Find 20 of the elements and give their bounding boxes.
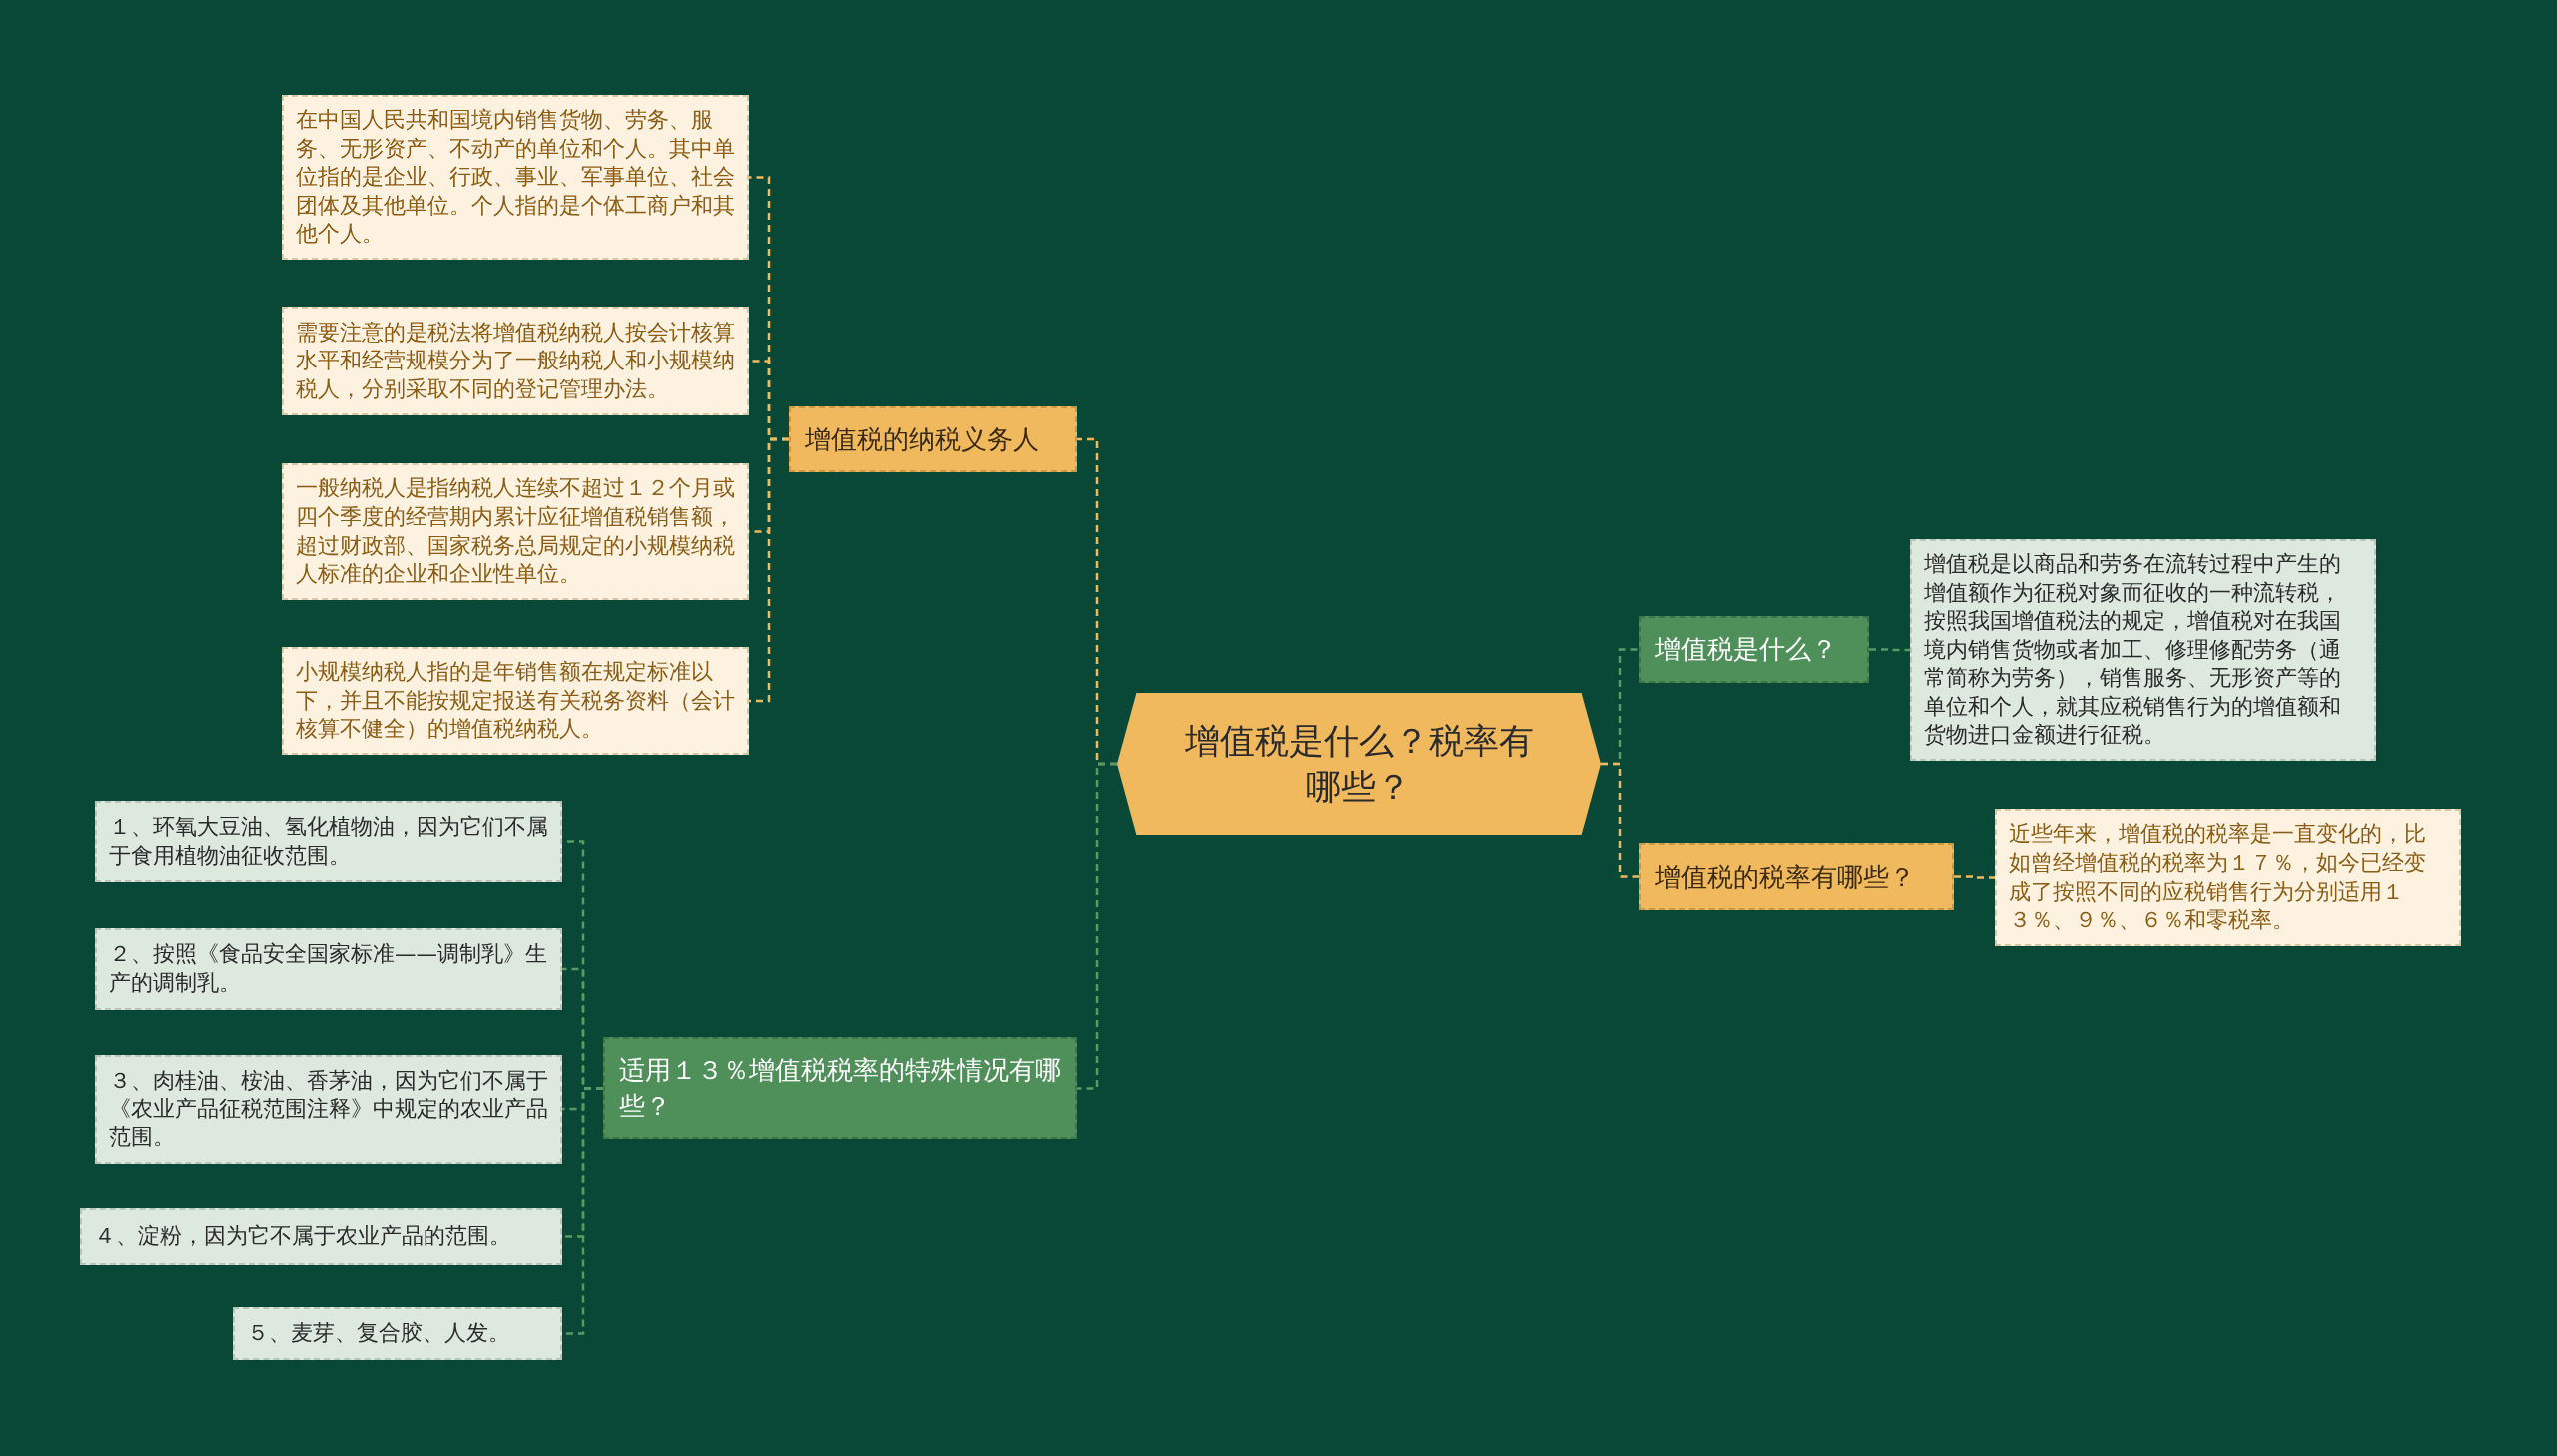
text-card: 一般纳税人是指纳税人连续不超过１２个月或四个季度的经营期内累计应征增值税销售额，超过财政部、国家税务总局规定的小规模纳税人标准的企业和企业性单位。 bbox=[282, 463, 749, 600]
text-card: １、环氧大豆油、氢化植物油，因为它们不属于食用植物油征收范围。 bbox=[95, 801, 562, 882]
central-topic: 增值税是什么？税率有哪些？ bbox=[1117, 693, 1601, 835]
text-card: ４、淀粉，因为它不属于农业产品的范围。 bbox=[80, 1208, 562, 1265]
text-card: ５、麦芽、复合胶、人发。 bbox=[233, 1307, 562, 1360]
connector-line bbox=[1869, 648, 1910, 652]
connector-line bbox=[1077, 762, 1117, 1090]
text-card: 在中国人民共和国境内销售货物、劳务、服务、无形资产、不动产的单位和个人。其中单位指的是企业、行政、事业、军事单位、社会团体及其他单位。个人指的是个体工商户和其他个人。 bbox=[282, 95, 749, 260]
text-card: 增值税是以商品和劳务在流转过程中产生的增值额作为征税对象而征收的一种流转税，按照我国增值税法的规定，增值税对在我国境内销售货物或者加工、修理修配劳务（通常简称为劳务），销售服务、无形资产等的单位和个人，就其应税销售行为的增值额和货物进口金额进行征税。 bbox=[1910, 539, 2376, 761]
branch-topic: 增值税的纳税义务人 bbox=[789, 406, 1077, 472]
text-card: 小规模纳税人指的是年销售额在规定标准以下，并且不能按规定报送有关税务资料（会计核算不健全）的增值税纳税人。 bbox=[282, 647, 749, 755]
branch-topic: 增值税是什么？ bbox=[1639, 616, 1869, 683]
text-card: 需要注意的是税法将增值税纳税人按会计核算水平和经营规模分为了一般纳税人和小规模纳税人，分别采取不同的登记管理办法。 bbox=[282, 307, 749, 415]
branch-topic: 增值税的税率有哪些？ bbox=[1639, 843, 1954, 910]
text-card: ２、按照《食品安全国家标准——调制乳》生产的调制乳。 bbox=[95, 928, 562, 1010]
branch-topic: 适用１３％增值税税率的特殊情况有哪些？ bbox=[603, 1037, 1077, 1139]
connector-line bbox=[1954, 875, 1995, 879]
text-card: ３、肉桂油、桉油、香茅油，因为它们不属于《农业产品征税范围注释》中规定的农业产品范围。 bbox=[95, 1055, 562, 1164]
text-card: 近些年来，增值税的税率是一直变化的，比如曾经增值税的税率为１７％，如今已经变成了按照不同的应税销售行为分别适用１３％、９％、６％和零税率。 bbox=[1995, 809, 2461, 946]
connector-line bbox=[1601, 762, 1639, 878]
